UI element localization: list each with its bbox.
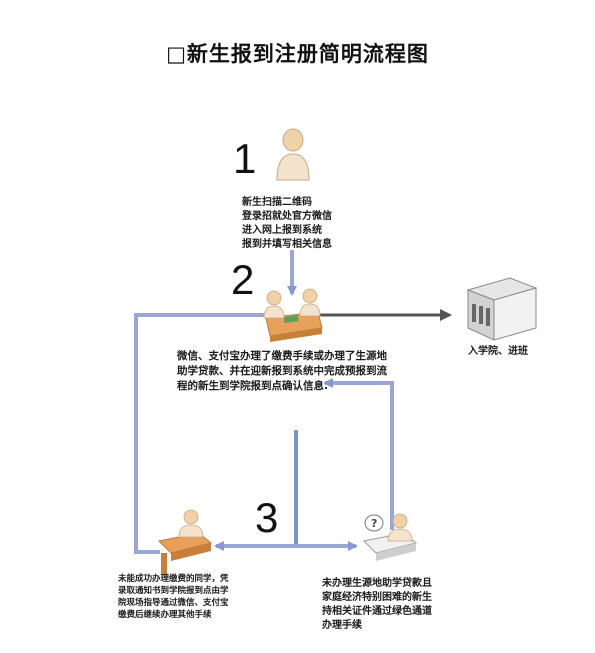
step-1-text: 新生扫描二维码 登录招就处官方微信 进入网上报到系统 报到并填写相关信息: [242, 196, 332, 252]
step-1-line: 新生扫描二维码: [242, 197, 312, 208]
right-branch-line: 持相关证件通过绿色通道: [322, 606, 432, 617]
step-1-line: 登录招就处官方微信: [242, 211, 332, 222]
arrow-left-loop: [134, 313, 266, 554]
page-title: □新生报到注册简明流程图: [166, 42, 429, 66]
step-2-text: 微信、支付宝办理了缴费手续或办理了生源地 助学贷款、并在迎新报到系统中完成预报到…: [177, 349, 387, 394]
left-branch-line: 院现场指导通过微信、支付宝: [118, 598, 229, 608]
meeting-desk-icon: [263, 288, 323, 342]
step-1-number: 1: [233, 135, 257, 182]
step-2-line: 微信、支付宝办理了缴费手续或办理了生源地: [177, 350, 387, 362]
left-branch-line: 未能成功办理缴费的同学，凭: [118, 574, 229, 584]
step-2-line: 程的新生到学院报到点确认信息.: [177, 380, 328, 392]
svg-text:?: ?: [371, 517, 377, 530]
right-branch-line: 未办理生源地助学贷款且: [322, 578, 432, 589]
right-branch-line: 办理手续: [322, 620, 362, 631]
right-branch-text: 未办理生源地助学贷款且 家庭经济特别困难的新生 持相关证件通过绿色通道 办理手续: [322, 577, 432, 633]
desk-worker-icon: [157, 509, 213, 575]
person-icon: [276, 128, 310, 181]
left-branch-line: 缴费后继续办理其他手续: [118, 610, 212, 620]
step-3-number: 3: [255, 494, 279, 541]
building-label: 入学院、进班: [468, 346, 528, 357]
left-branch-line: 录取通知书到学院报到点由学: [118, 586, 229, 596]
step-2-number: 2: [231, 256, 255, 303]
building-icon: [466, 277, 538, 341]
left-branch-text: 未能成功办理缴费的同学，凭 录取通知书到学院报到点由学 院现场指导通过微信、支付…: [118, 573, 229, 621]
question-desk-icon: ?: [362, 513, 418, 561]
step-1-line: 进入网上报到系统: [242, 225, 322, 236]
step-2-line: 助学贷款、并在迎新报到系统中完成预报到流: [177, 365, 387, 377]
right-branch-line: 家庭经济特别困难的新生: [322, 592, 432, 603]
step-1-line: 报到并填写相关信息: [242, 239, 332, 250]
arrow-right-loop: [323, 378, 394, 530]
